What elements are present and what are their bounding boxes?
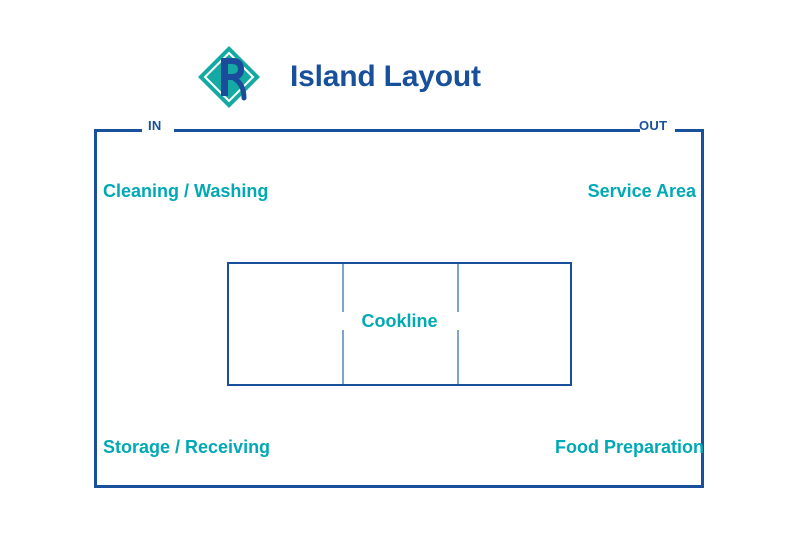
island-horizontal-divider-left xyxy=(229,323,352,325)
door-label-in: IN xyxy=(148,118,162,133)
island-horizontal-divider-right xyxy=(447,323,570,325)
door-label-out: OUT xyxy=(639,118,668,133)
zone-label-food-preparation: Food Preparation xyxy=(554,437,704,457)
cookline-label: Cookline xyxy=(229,312,570,330)
page-title: Island Layout xyxy=(290,60,481,93)
floor-plan-top-wall: IN OUT xyxy=(94,119,704,132)
diamond-r-logo-icon xyxy=(196,44,262,110)
wall-segment-middle xyxy=(174,129,640,132)
zone-label-cleaning-washing: Cleaning / Washing xyxy=(103,181,269,201)
wall-segment-right xyxy=(675,129,704,132)
diagram-header: Island Layout xyxy=(196,44,481,110)
wall-segment-left xyxy=(94,129,142,132)
zone-label-storage-receiving: Storage / Receiving xyxy=(103,437,271,457)
cookline-island: Cookline xyxy=(227,262,572,386)
zone-label-service-area: Service Area xyxy=(587,181,696,201)
